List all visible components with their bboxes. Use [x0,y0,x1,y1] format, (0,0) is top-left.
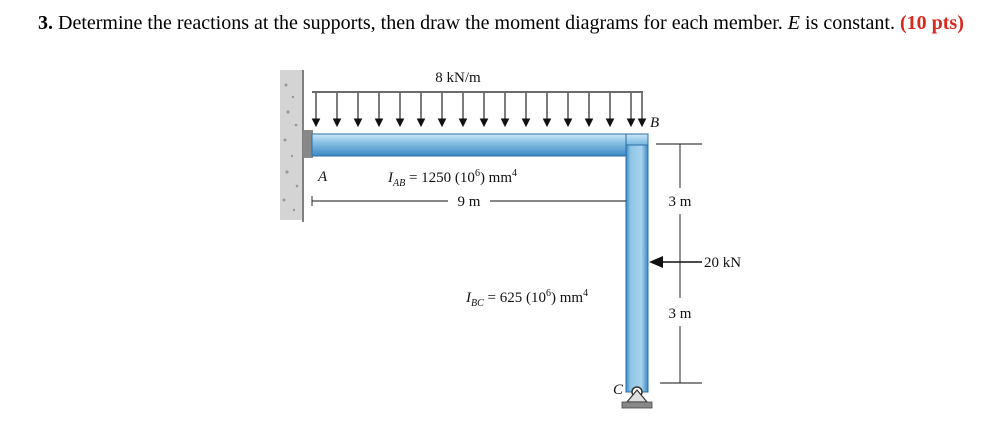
points-label: (10 pts) [899,12,964,34]
problem-text-2: is constant. [799,12,900,34]
pin-support-c [621,386,653,409]
moment-of-inertia-ab: IAB = 1250 (106) mm4 [387,168,517,189]
dimension-lower: 3 m [669,306,692,322]
point-load-20kn: 20 kN [649,255,741,271]
moment-of-inertia-bc: IBC = 625 (106) mm4 [465,288,588,309]
label-b: B [650,115,659,131]
dimension-upper: 3 m [669,194,692,210]
label-a: A [317,169,328,185]
problem-statement: 3. Determine the reactions at the suppor… [38,8,988,38]
problem-number: 3. [38,12,53,34]
span-label: 9 m [458,194,481,210]
column-bc [625,144,649,393]
fixed-wall-support [280,70,313,222]
problem-text-1: Determine the reactions at the supports,… [53,12,788,34]
label-c: C [613,382,624,398]
force-label: 20 kN [704,255,741,271]
modulus-symbol: E [787,12,800,34]
load-label: 8 kN/m [435,70,481,86]
beam-ab [311,133,649,157]
vertical-dimensions: 3 m 3 m [656,143,702,384]
distributed-load: 8 kN/m [311,70,647,128]
span-dimension: 9 m [311,194,626,210]
